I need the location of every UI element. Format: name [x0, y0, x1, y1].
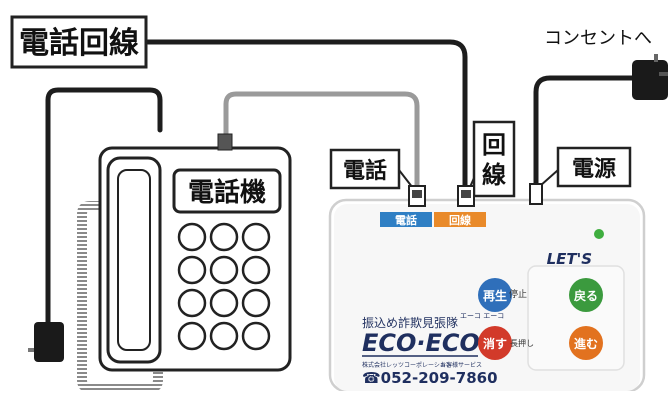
eco-device: 電話 回線 LET'S 振込め詐欺見張隊 エーコ エーコ ECO·ECO 株式会…	[328, 183, 646, 393]
line-port-label-2: 線	[482, 161, 506, 189]
back-button-label: 戻る	[574, 288, 598, 303]
keypad-icon	[177, 222, 271, 351]
port-line-text: 回線	[449, 213, 471, 227]
forward-button[interactable]: 進む	[569, 326, 603, 360]
port-phone-text: 電話	[395, 213, 417, 227]
handset-icon	[106, 156, 162, 364]
line-port-label-1: 回	[482, 131, 506, 159]
outlet-plug-icon	[632, 54, 668, 100]
product-description: 振込め詐欺見張隊	[362, 315, 458, 330]
phone-line-cable	[145, 39, 468, 191]
company-name: 株式会社レッツコーポレーション	[362, 361, 452, 369]
back-button[interactable]: 戻る	[569, 278, 603, 312]
erase-button-label: 消す	[483, 336, 507, 351]
line-label: 電話回線	[19, 26, 139, 61]
phone-device-label: 電話機	[188, 177, 266, 208]
phone-power-cable	[45, 87, 163, 325]
long-press-label: 長押し	[510, 338, 534, 348]
forward-button-label: 進む	[574, 336, 598, 351]
play-button-label: 再生	[483, 288, 507, 303]
phone-number: ☎052-209-7860	[362, 369, 498, 387]
play-button[interactable]: 再生	[478, 278, 512, 312]
phone-plug-icon	[28, 322, 64, 362]
stop-label: 停止	[509, 288, 527, 300]
telephone-port-label: 電話	[343, 158, 387, 184]
company-sub: お客様サービス	[440, 361, 482, 369]
erase-button[interactable]: 消す	[478, 326, 512, 360]
product-reading: エーコ エーコ	[460, 312, 504, 320]
product-name: ECO·ECO	[362, 329, 480, 357]
status-led	[594, 229, 604, 239]
coiled-cord	[77, 201, 163, 393]
power-cable	[533, 75, 637, 189]
telephone-set	[77, 133, 292, 393]
phone-to-device-cable	[223, 91, 420, 191]
brand-logo: LET'S	[547, 250, 592, 268]
power-port-label: 電源	[572, 157, 616, 182]
outlet-label: コンセントへ	[544, 28, 652, 49]
